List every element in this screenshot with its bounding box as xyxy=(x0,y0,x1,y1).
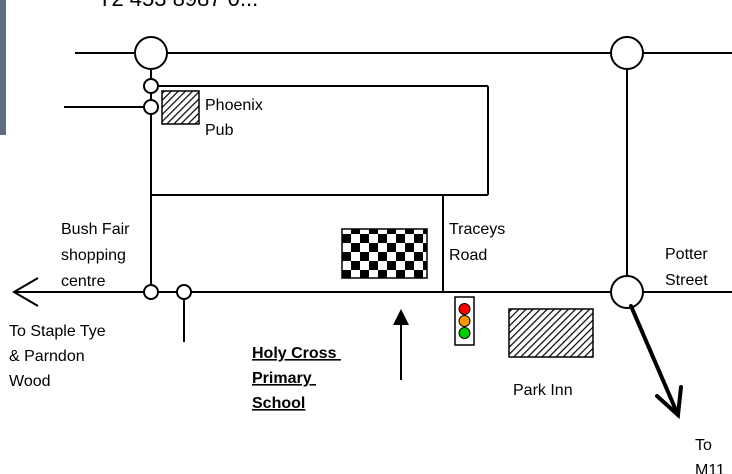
label-staple-tye: To Staple Tye & Parndon Wood xyxy=(9,323,110,390)
label-bush-fair: Bush Fair shopping centre xyxy=(61,221,134,290)
photo-fragment xyxy=(0,0,6,135)
label-park-inn: Park Inn xyxy=(513,382,573,399)
label-to-m11: To M11 xyxy=(695,437,725,474)
roundabout-icon xyxy=(610,36,644,70)
roundabouts xyxy=(134,36,644,309)
hatched-building-icon xyxy=(161,90,200,125)
header-banner: T2 453 8987 0... xyxy=(98,0,258,11)
roundabout-icon xyxy=(134,36,168,70)
label-holy-cross-school: Holy Cross Primary School xyxy=(252,345,341,412)
roundabout-icon xyxy=(143,78,159,94)
label-phoenix-pub: Phoenix Pub xyxy=(205,97,267,139)
school-pointer-arrow xyxy=(393,309,409,380)
roundabout-icon xyxy=(610,275,644,309)
roundabout-icon xyxy=(176,284,192,300)
traffic-light-icon xyxy=(454,296,475,346)
hatched-building-icon xyxy=(508,308,594,358)
roundabout-icon xyxy=(143,99,159,115)
direction-arrow-icon xyxy=(629,304,683,420)
label-traceys-road: Traceys Road xyxy=(449,221,510,264)
checkered-school-icon xyxy=(341,228,428,279)
arrow-staple-tye xyxy=(12,277,39,307)
label-potter-street: Potter Street xyxy=(665,246,712,289)
roundabout-icon xyxy=(143,284,159,300)
